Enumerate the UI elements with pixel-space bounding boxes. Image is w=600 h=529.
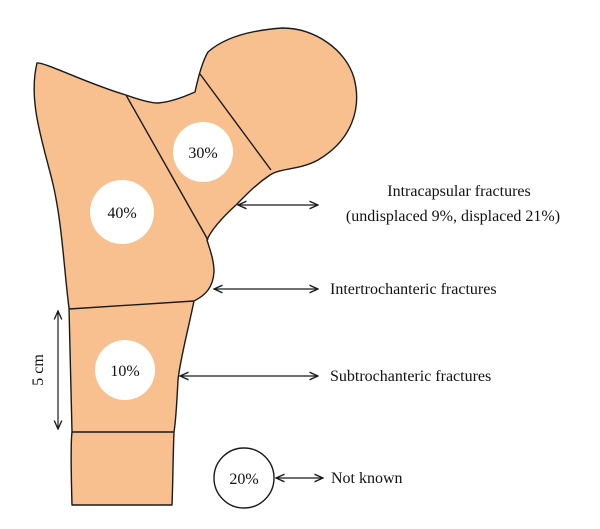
intertrochanteric-line (68, 300, 195, 310)
head-neck-division (199, 73, 272, 171)
intracapsular-detail-label: (undisplaced 9%, displaced 21%) (346, 208, 560, 225)
neck-region-percent: 40% (107, 205, 136, 222)
intertrochanteric-label: Intertrochanteric fractures (330, 281, 497, 298)
intracapsular-label: Intracapsular fractures (387, 183, 530, 200)
neck-region-marker (90, 180, 154, 244)
not-known-percent: 20% (229, 471, 258, 488)
scale-label: 5 cm (30, 354, 47, 386)
femur-outline (33, 27, 358, 506)
subtrochanteric-region-marker (95, 340, 155, 400)
not-known-marker (213, 447, 275, 509)
neck-trochanter-division (125, 94, 209, 241)
subtrochanteric-label: Subtrochanteric fractures (330, 368, 491, 385)
head-region-percent: 30% (188, 145, 217, 162)
subtrochanteric-region-percent: 10% (110, 363, 139, 380)
not-known-label: Not known (331, 470, 403, 487)
head-region-marker (173, 122, 233, 182)
